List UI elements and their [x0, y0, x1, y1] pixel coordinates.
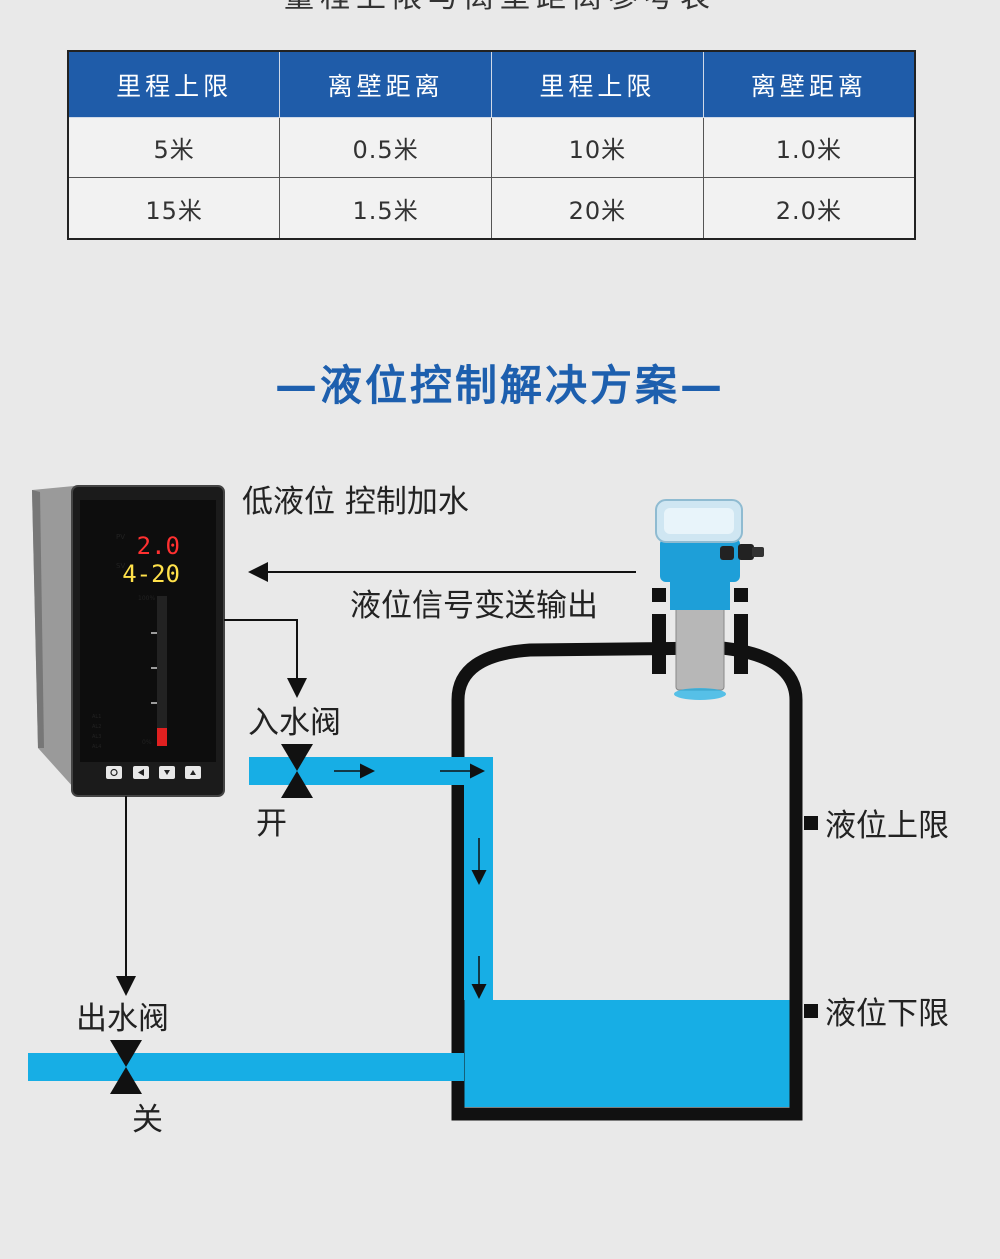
power-button[interactable]: [106, 766, 122, 779]
water-tank: [451, 641, 803, 1121]
tank-water: [464, 1000, 790, 1107]
controller-buttons: [106, 766, 201, 779]
lower-limit-marker: [804, 1004, 818, 1018]
alarm-label: AL2: [92, 724, 101, 730]
outlet-valve-label: 出水阀: [76, 1001, 169, 1037]
valve-icon: [110, 1040, 142, 1094]
level-bar: [157, 596, 167, 746]
power-icon: [110, 768, 118, 777]
bar-bottom-label: 0%: [142, 739, 152, 746]
up-arrow-icon: [190, 770, 196, 775]
table-header: 里程上限: [491, 51, 704, 118]
table-header-row: 里程上限 离壁距离 里程上限 离壁距离: [67, 51, 916, 118]
sv-label: SV: [116, 562, 125, 570]
pv-label: PV: [116, 533, 125, 541]
level-bar-fill: [157, 728, 167, 746]
inlet-control-arrow: [224, 619, 307, 698]
outlet-state-label: 关: [132, 1102, 163, 1138]
pv-value: 2.0: [137, 532, 180, 560]
alarm-label: AL1: [92, 714, 101, 720]
upper-limit-marker: [804, 816, 818, 830]
table-cell: 1.0米: [702, 116, 916, 179]
valve-icon: [281, 744, 313, 798]
outlet-pipe: [28, 1053, 464, 1081]
table-row: 5米 0.5米 10米 1.0米: [67, 116, 916, 179]
table-header: 里程上限: [67, 51, 281, 118]
table-cell: 0.5米: [279, 116, 492, 179]
table-cell: 5米: [67, 116, 281, 179]
level-lower-label: 液位下限: [825, 996, 949, 1032]
table-header: 离壁距离: [279, 51, 492, 118]
table-cell: 1.5米: [279, 177, 492, 240]
low-level-control-label: 低液位 控制加水: [242, 484, 469, 520]
controller-device: PV 2.0 SV 4-20 100% 0% AL1 AL2 AL3 AL4: [32, 485, 225, 797]
inlet-valve: [281, 744, 313, 798]
outlet-valve: [110, 1040, 142, 1094]
section-title: —液位控制解决方案—: [274, 361, 725, 410]
ultrasonic-level-sensor: [652, 499, 764, 700]
signal-output-label: 液位信号变送输出: [350, 588, 598, 624]
bar-top-label: 100%: [138, 595, 155, 602]
page-heading: 量程上限与离壁距离参考表: [0, 0, 1000, 18]
left-arrow-icon: [138, 769, 144, 776]
inlet-state-label: 开: [256, 806, 287, 842]
table-header: 离壁距离: [702, 51, 916, 118]
table-cell: 2.0米: [702, 177, 916, 240]
sv-value: 4-20: [122, 560, 180, 588]
down-arrow-icon: [164, 770, 170, 775]
level-upper-label: 液位上限: [825, 808, 949, 844]
inlet-valve-label: 入水阀: [248, 705, 341, 741]
inlet-pipe: [249, 757, 493, 1000]
table-cell: 15米: [67, 177, 281, 240]
alarm-label: AL4: [92, 744, 101, 750]
table-cell: 20米: [491, 177, 704, 240]
reference-table: 里程上限 离壁距离 里程上限 离壁距离 5米 0.5米 10米 1.0米 15米…: [67, 50, 916, 240]
table-row: 15米 1.5米 20米 2.0米: [67, 177, 916, 240]
alarm-label: AL3: [92, 734, 101, 740]
table-cell: 10米: [491, 116, 704, 179]
